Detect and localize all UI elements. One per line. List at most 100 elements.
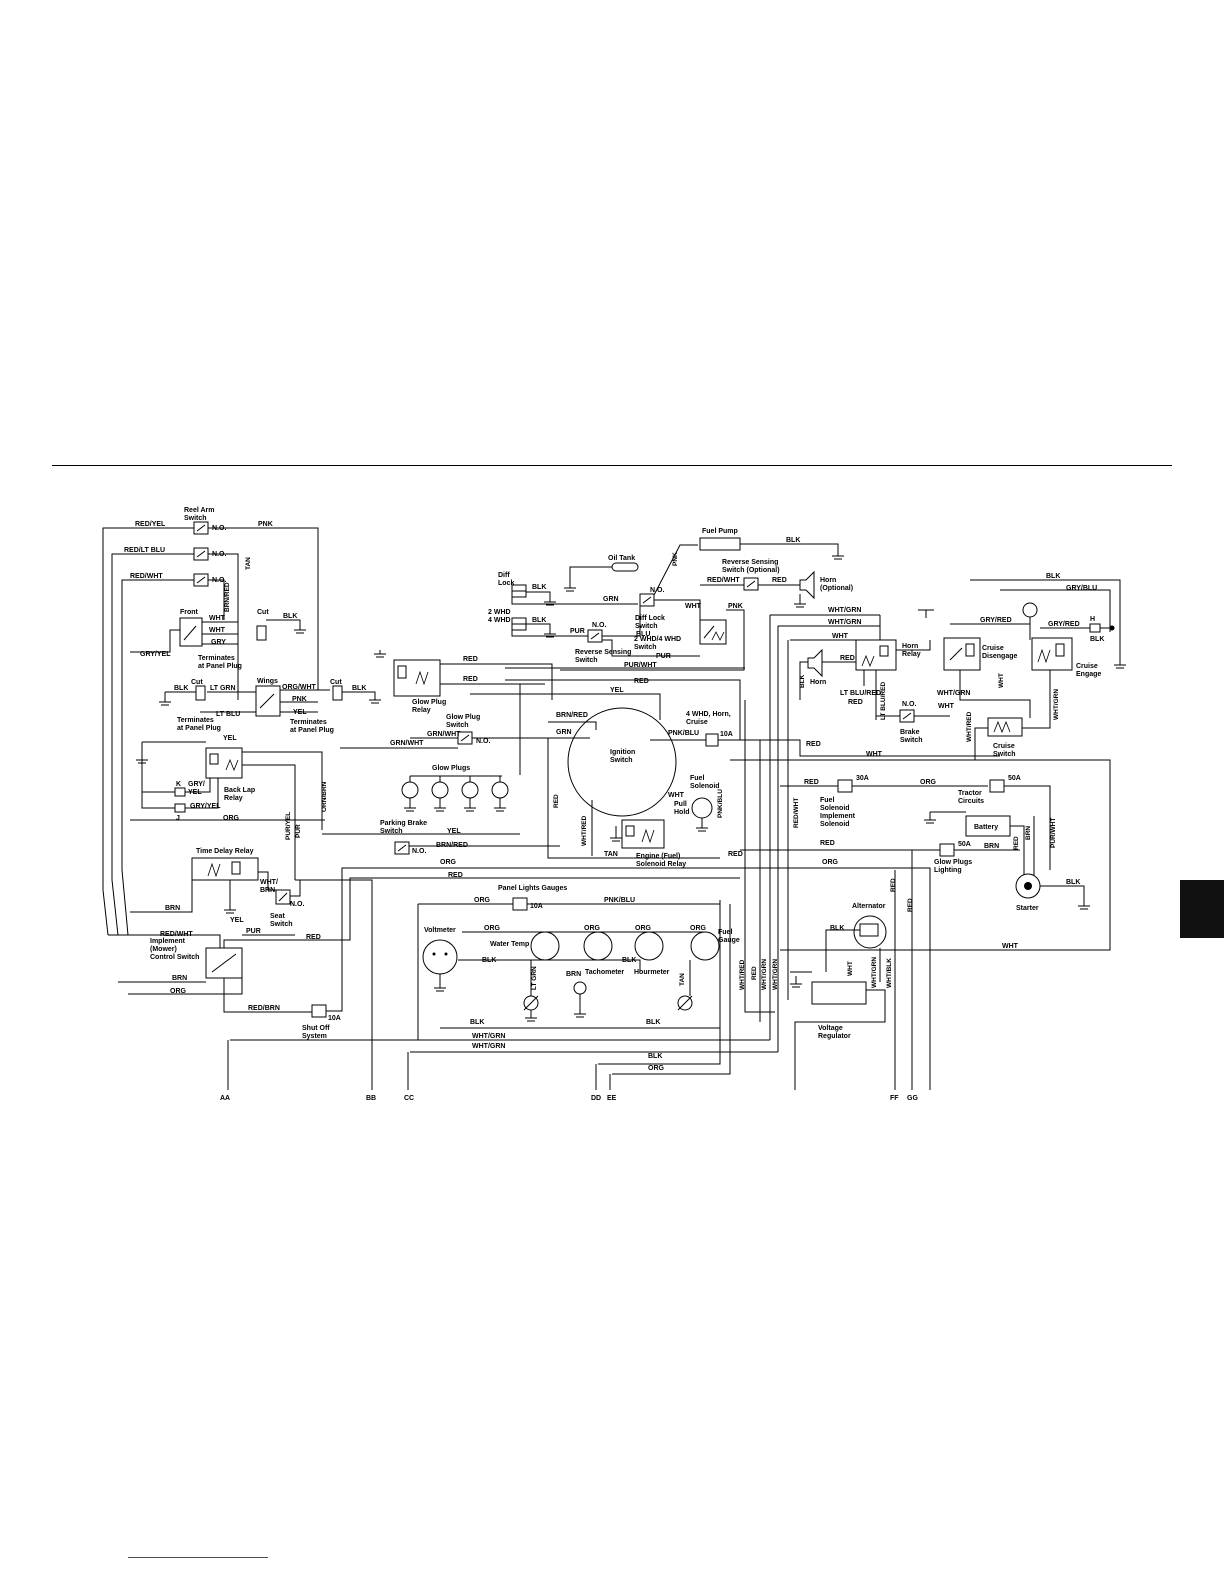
wire-wht-blk-v: WHT/BLK [886,958,893,988]
wire-red-3: RED [840,655,855,662]
wire-brn-v: BRN [1025,826,1032,840]
wire-yel-5: YEL [447,828,461,835]
wire-pnk-v: PNK [672,552,679,566]
wire-yel-1: YEL [293,709,307,716]
horn-label: Horn [810,679,826,686]
wire-pnk-2: PNK [292,696,307,703]
wire-wht-4: WHT [832,633,849,640]
wire-wht-grn-v-1: WHT/GRN [1053,689,1060,720]
engine-fuel-relay: Engine (Fuel)Solenoid Relay [621,819,686,868]
horn-optional: Horn(Optional) [799,570,853,600]
wire-blk-5: BLK [532,617,546,624]
wire-red-v-3: RED [890,878,897,892]
wire-blk-13: BLK [470,1019,484,1026]
wire-yel-2: YEL [223,735,237,742]
wire-lt-blu-red: LT BLU/RED [840,690,881,697]
wire-tan-1: TAN [604,851,618,858]
wire-red-v-1: RED [553,794,560,808]
connector-bb: BB [366,1095,376,1102]
wire-lt-grn-1: LT GRN [210,685,236,692]
wire-wht-grn-v-2: WHT/GRN [871,957,878,988]
wire-wht-v-2: WHT [847,961,854,976]
horn-optional-label: Horn(Optional) [820,577,853,592]
wire-orn-brn-v: ORN/BRN [321,781,328,812]
wire-lt-blu-red-v: LT BLU/RED [880,682,887,720]
connector-cc: CC [404,1095,414,1102]
wire-org-7: ORG [484,925,501,932]
connector-ee: EE [607,1095,617,1102]
starter-label: Starter [1016,905,1039,912]
wire-blk-9: BLK [1066,879,1080,886]
wire-blk-10: BLK [830,925,844,932]
fuse-50a-tractor: 50A [989,775,1021,793]
wire-wht-red-v-1: WHT/RED [966,711,973,742]
wire-gry-1: GRY [211,639,226,646]
wire-red-1: RED [306,934,321,941]
cut-label-2: Cut [191,679,203,686]
wire-pur-wht-1: PUR/WHT [624,662,657,669]
wire-red-4: RED [848,699,863,706]
wire-grn-wht-1: GRN/WHT [427,731,461,738]
wire-blk-11: BLK [482,957,496,964]
diff-lock-no: N.O. [650,587,664,594]
wire-blk-15: BLK [648,1053,662,1060]
wire-blk-12: BLK [622,957,636,964]
wire-org-10: ORG [690,925,707,932]
hourmeter-label: Hourmeter [634,969,670,976]
wire-pnk-blu-1: PNK/BLU [668,730,699,737]
wire-pnk-3: PNK [728,603,743,610]
wire-tan-v: TAN [245,557,252,570]
wire-blk-6: BLK [786,537,800,544]
wire-wht-2: WHT [209,627,226,634]
glow-plugs: Glow Plugs [401,765,509,812]
wire-brn-red-3: BRN/RED [556,712,588,719]
wire-org-2: ORG [170,988,187,995]
implement-control-switch: Implement(Mower)Control Switch [150,938,243,979]
wings-switch: Wings [255,678,281,717]
wire-wht-red-v-3: WHT/RED [739,959,746,990]
wire-grn-wht-2: GRN/WHT [390,740,424,747]
time-delay-relay: Time Delay Relay [191,848,259,881]
connector-ff: FF [890,1095,899,1102]
wire-red-wht-v: RED/WHT [793,798,800,828]
wire-org-4: ORG [920,779,937,786]
wire-blk-2: BLK [174,685,188,692]
front-label: Front [180,609,199,616]
wire-red-brn: RED/BRN [248,1005,280,1012]
wire-org-1: ORG [223,815,240,822]
wire-blu-1: BLU [636,631,650,638]
wire-blk-3: BLK [352,685,366,692]
fuse-30a: 30A [837,775,869,793]
wire-pur-yel-v: PUR/YEL [285,812,292,840]
k-label: K [176,781,181,788]
parking-brake-no: N.O. [412,848,426,855]
wire-wht-brn: WHT/BRN [260,879,278,894]
k-connector: K [174,781,186,797]
wire-pur-4: PUR [656,653,671,660]
wire-blk-7: BLK [1046,573,1060,580]
fuse-50a-glow-label: 50A [958,841,971,848]
connector-aa: AA [220,1095,230,1102]
